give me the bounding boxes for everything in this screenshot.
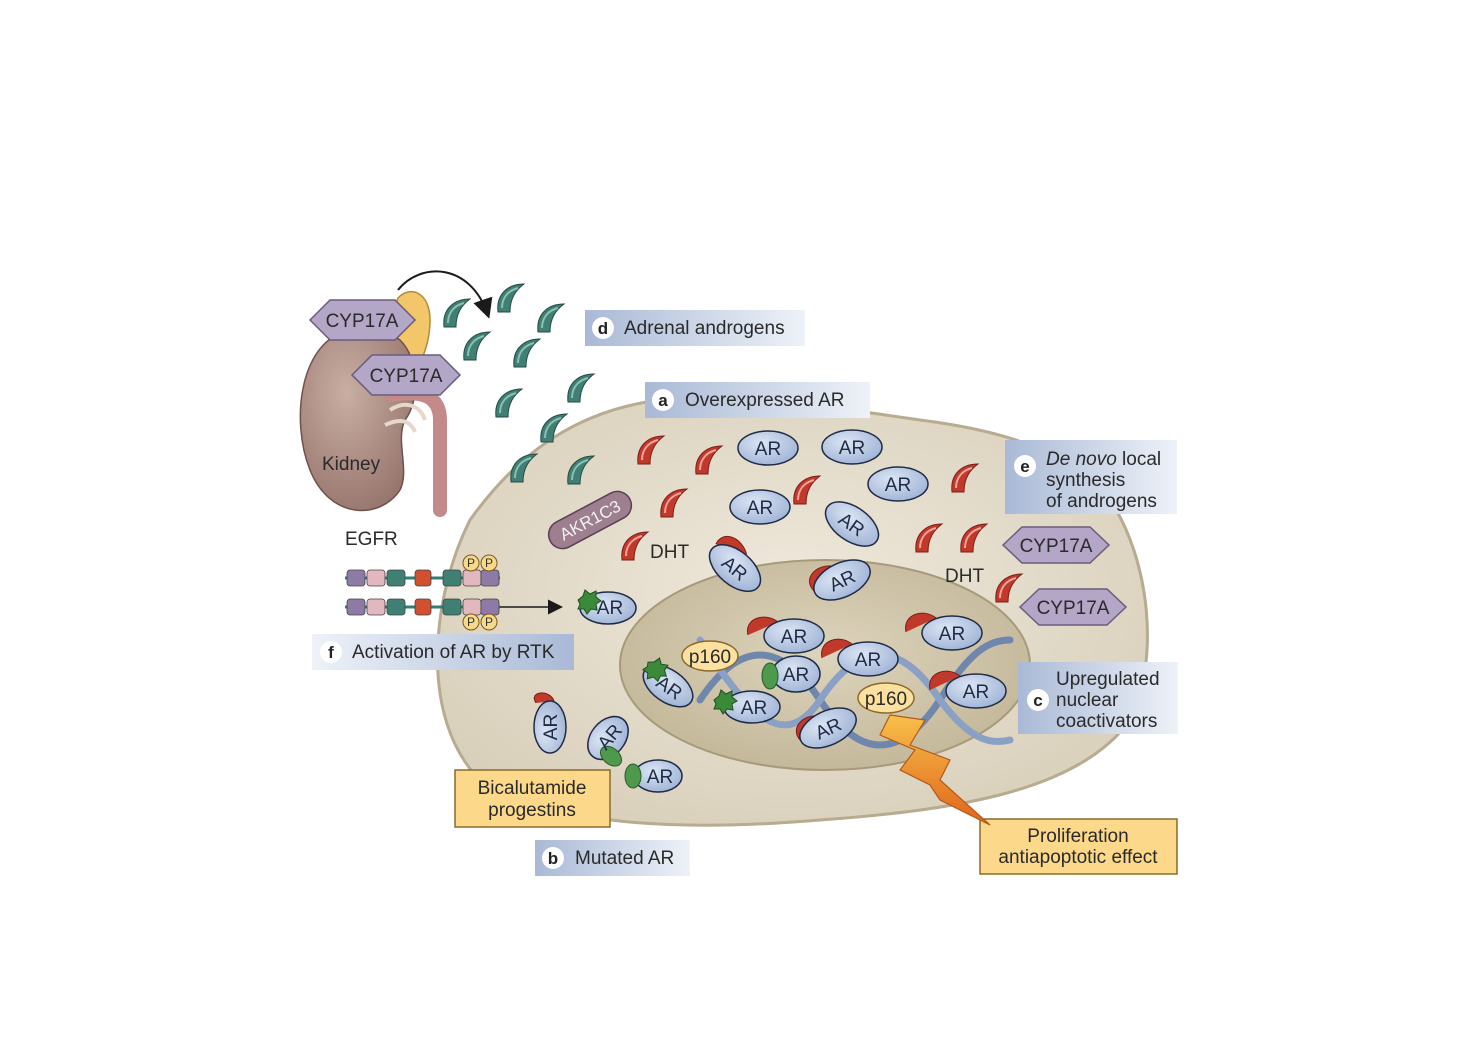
svg-text:CYP17A: CYP17A — [370, 366, 443, 387]
svg-text:AR: AR — [963, 682, 989, 703]
svg-text:Proliferation: Proliferation — [1027, 826, 1128, 847]
adrenal-output-arrow — [397, 270, 493, 319]
svg-text:Activation of AR by RTK: Activation of AR by RTK — [352, 642, 555, 663]
svg-text:Overexpressed AR: Overexpressed AR — [685, 390, 844, 411]
svg-text:AR: AR — [747, 498, 773, 519]
ar-receptor: AR — [737, 430, 799, 466]
egfr-label: EGFR — [345, 529, 398, 550]
svg-text:synthesis: synthesis — [1046, 470, 1125, 491]
svg-text:CYP17A: CYP17A — [1020, 536, 1093, 557]
mutated-ar-receptor: AR — [624, 759, 683, 793]
svg-text:AR: AR — [541, 714, 562, 740]
drug-box: Bicalutamide progestins — [454, 769, 611, 828]
svg-text:b: b — [548, 849, 558, 868]
svg-text:p160: p160 — [689, 647, 731, 668]
svg-text:De novo local: De novo local — [1046, 449, 1161, 470]
svg-text:f: f — [328, 643, 334, 662]
svg-text:P: P — [467, 556, 475, 570]
svg-text:a: a — [658, 391, 668, 410]
p160-coactivator: p160 — [857, 682, 915, 714]
ar-receptor: AR — [729, 489, 791, 525]
cyp17a-enzyme: CYP17A — [1001, 526, 1111, 564]
svg-text:Bicalutamide: Bicalutamide — [478, 778, 587, 799]
svg-text:AR: AR — [855, 650, 881, 671]
effect-box: Proliferation antiapoptotic effect — [979, 818, 1178, 875]
svg-text:AR: AR — [741, 698, 767, 719]
svg-text:CYP17A: CYP17A — [326, 311, 399, 332]
label-c-upregulated-coactivators: c Upregulated nuclear coactivators — [1018, 662, 1178, 734]
label-b-mutated-ar: b Mutated AR — [535, 840, 690, 876]
ar-receptor-bound: AR — [808, 559, 871, 601]
kidney-label: Kidney — [322, 454, 381, 475]
svg-text:AR: AR — [783, 665, 809, 686]
p160-coactivator: p160 — [681, 640, 739, 672]
svg-text:Adrenal androgens: Adrenal androgens — [624, 318, 785, 339]
svg-text:AR: AR — [755, 439, 781, 460]
ar-receptor-bound: AR — [905, 612, 983, 651]
label-f-activation-by-rtk: f Activation of AR by RTK — [312, 634, 574, 670]
label-a-overexpressed-ar: a Overexpressed AR — [645, 382, 870, 418]
svg-text:P: P — [485, 615, 493, 629]
mutated-ar-receptor: AR — [533, 692, 567, 754]
svg-text:nuclear: nuclear — [1056, 690, 1119, 711]
ar-receptor-bound: AR — [821, 638, 899, 677]
ar-receptor-bound: AR — [929, 670, 1007, 709]
cyp17a-enzyme: CYP17A — [1018, 588, 1128, 626]
svg-text:AR: AR — [647, 767, 673, 788]
ar-receptor-phosphorylated: AR — [577, 589, 637, 625]
ar-receptor-bound: AR — [708, 535, 762, 593]
cyp17a-enzyme: CYP17A — [350, 354, 462, 396]
svg-text:Mutated AR: Mutated AR — [575, 848, 674, 869]
svg-text:AR: AR — [781, 627, 807, 648]
svg-text:of androgens: of androgens — [1046, 491, 1157, 512]
ar-receptor-bound: AR — [824, 501, 880, 547]
ar-receptor-bound: AR — [795, 707, 857, 749]
phosphate-groups: P P P P — [462, 554, 498, 631]
svg-text:AR: AR — [939, 624, 965, 645]
svg-text:antiapoptotic effect: antiapoptotic effect — [998, 847, 1158, 868]
mutated-ar-receptor: AR — [587, 715, 629, 767]
dht-label: DHT — [945, 566, 984, 587]
label-d-adrenal-androgens: d Adrenal androgens — [585, 310, 805, 346]
svg-text:progestins: progestins — [488, 800, 576, 821]
svg-text:AR: AR — [597, 598, 623, 619]
dht-label: DHT — [650, 542, 689, 563]
svg-text:coactivators: coactivators — [1056, 711, 1157, 732]
egfr-receptor-bottom — [345, 598, 500, 616]
ar-receptor-phosphorylated: AR — [713, 689, 781, 724]
svg-text:e: e — [1020, 457, 1029, 476]
svg-text:p160: p160 — [865, 689, 907, 710]
svg-text:CYP17A: CYP17A — [1037, 598, 1110, 619]
svg-text:d: d — [598, 319, 608, 338]
svg-text:AR: AR — [839, 438, 865, 459]
svg-text:c: c — [1033, 691, 1042, 710]
ar-receptor-phosphorylated: AR — [641, 657, 694, 708]
ar-receptor-cofactor: AR — [761, 655, 821, 693]
ar-receptor: AR — [867, 466, 929, 502]
svg-text:P: P — [485, 556, 493, 570]
ar-receptor: AR — [821, 429, 883, 465]
lightning-bolt-icon — [879, 714, 991, 826]
ar-receptor-bound: AR — [747, 616, 825, 654]
egfr-receptor-top — [345, 569, 500, 587]
label-e-de-novo-synthesis: e De novo local synthesis of androgens — [1005, 440, 1177, 514]
svg-text:P: P — [467, 615, 475, 629]
cyp17a-enzyme: CYP17A — [308, 299, 417, 341]
svg-text:Upregulated: Upregulated — [1056, 669, 1160, 690]
svg-text:AR: AR — [885, 475, 911, 496]
